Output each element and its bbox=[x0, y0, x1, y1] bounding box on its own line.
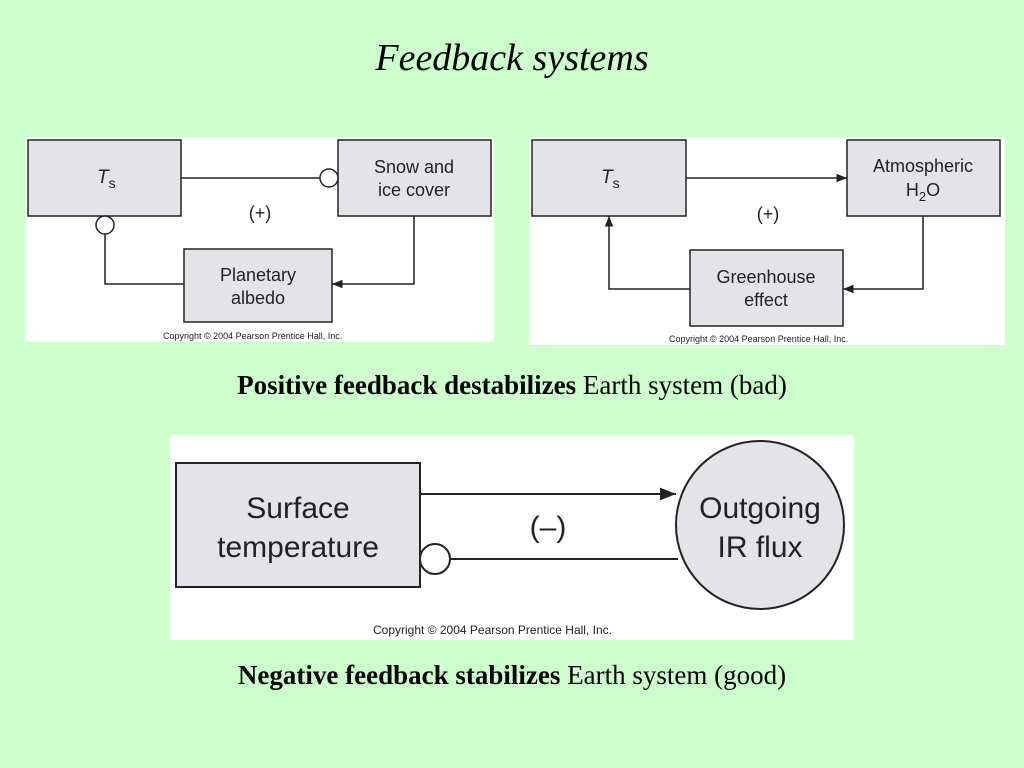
caption-positive: Positive feedback destabilizes Earth sys… bbox=[0, 370, 1024, 401]
node-albedo-box bbox=[183, 248, 333, 323]
node-greenhouse-label-1: Greenhouse bbox=[716, 267, 815, 287]
node-ir-label-2: IR flux bbox=[717, 531, 802, 564]
node-ts-box bbox=[531, 139, 687, 217]
node-snow-label-2: ice cover bbox=[378, 180, 450, 200]
node-albedo-label-1: Planetary bbox=[220, 265, 296, 285]
node-ts-box bbox=[27, 139, 182, 217]
link-atm-greenhouse bbox=[843, 216, 924, 294]
node-albedo-label-2: albedo bbox=[231, 288, 285, 308]
node-greenhouse-label-2: effect bbox=[744, 290, 788, 310]
diagram-water-vapor: Ts Atmospheric H2O Greenhouse effect (+)… bbox=[529, 137, 1005, 345]
copyright-text: Copyright © 2004 Pearson Prentice Hall, … bbox=[373, 623, 612, 637]
node-atm-label-2: H2O bbox=[906, 180, 940, 204]
node-surface-box bbox=[175, 462, 421, 588]
node-atm-label-1: Atmospheric bbox=[873, 156, 973, 176]
caption-negative: Negative feedback stabilizes Earth syste… bbox=[0, 660, 1024, 691]
link-greenhouse-ts bbox=[604, 216, 690, 290]
node-snow-box bbox=[337, 139, 492, 217]
node-snow-label-1: Snow and bbox=[374, 157, 454, 177]
caption-negative-bold: Negative feedback stabilizes bbox=[237, 660, 561, 690]
diagram-snow-albedo: Ts Snow and ice cover Planetary albedo (… bbox=[25, 137, 494, 342]
loop-sign: (–) bbox=[530, 511, 567, 544]
node-surface-label-2: temperature bbox=[217, 531, 379, 564]
diagram-ir-flux: Surface temperature Outgoing IR flux (–)… bbox=[170, 435, 854, 640]
caption-positive-rest: Earth system (bad) bbox=[576, 370, 787, 400]
loop-sign: (+) bbox=[249, 203, 272, 223]
link-albedo-ts-circle bbox=[95, 215, 115, 235]
link-ir-surface-circle bbox=[419, 543, 451, 575]
node-atm-box bbox=[846, 139, 1001, 217]
link-snow-albedo bbox=[332, 216, 415, 289]
caption-positive-bold: Positive feedback destabilizes bbox=[237, 370, 577, 400]
node-greenhouse-box bbox=[689, 249, 844, 327]
node-ts-label: Ts bbox=[97, 167, 116, 191]
node-ts-label: Ts bbox=[601, 167, 620, 191]
copyright-text: Copyright © 2004 Pearson Prentice Hall, … bbox=[669, 334, 848, 344]
slide-title: Feedback systems bbox=[375, 37, 649, 79]
node-ir-circle bbox=[675, 440, 845, 610]
node-surface-label-1: Surface bbox=[246, 492, 349, 525]
copyright-text: Copyright © 2004 Pearson Prentice Hall, … bbox=[163, 331, 342, 341]
link-albedo-ts bbox=[104, 234, 184, 285]
node-ir-label-1: Outgoing bbox=[699, 492, 821, 525]
link-ts-snow-circle bbox=[319, 168, 339, 188]
caption-negative-rest: Earth system (good) bbox=[560, 660, 787, 690]
loop-sign: (+) bbox=[757, 204, 780, 224]
